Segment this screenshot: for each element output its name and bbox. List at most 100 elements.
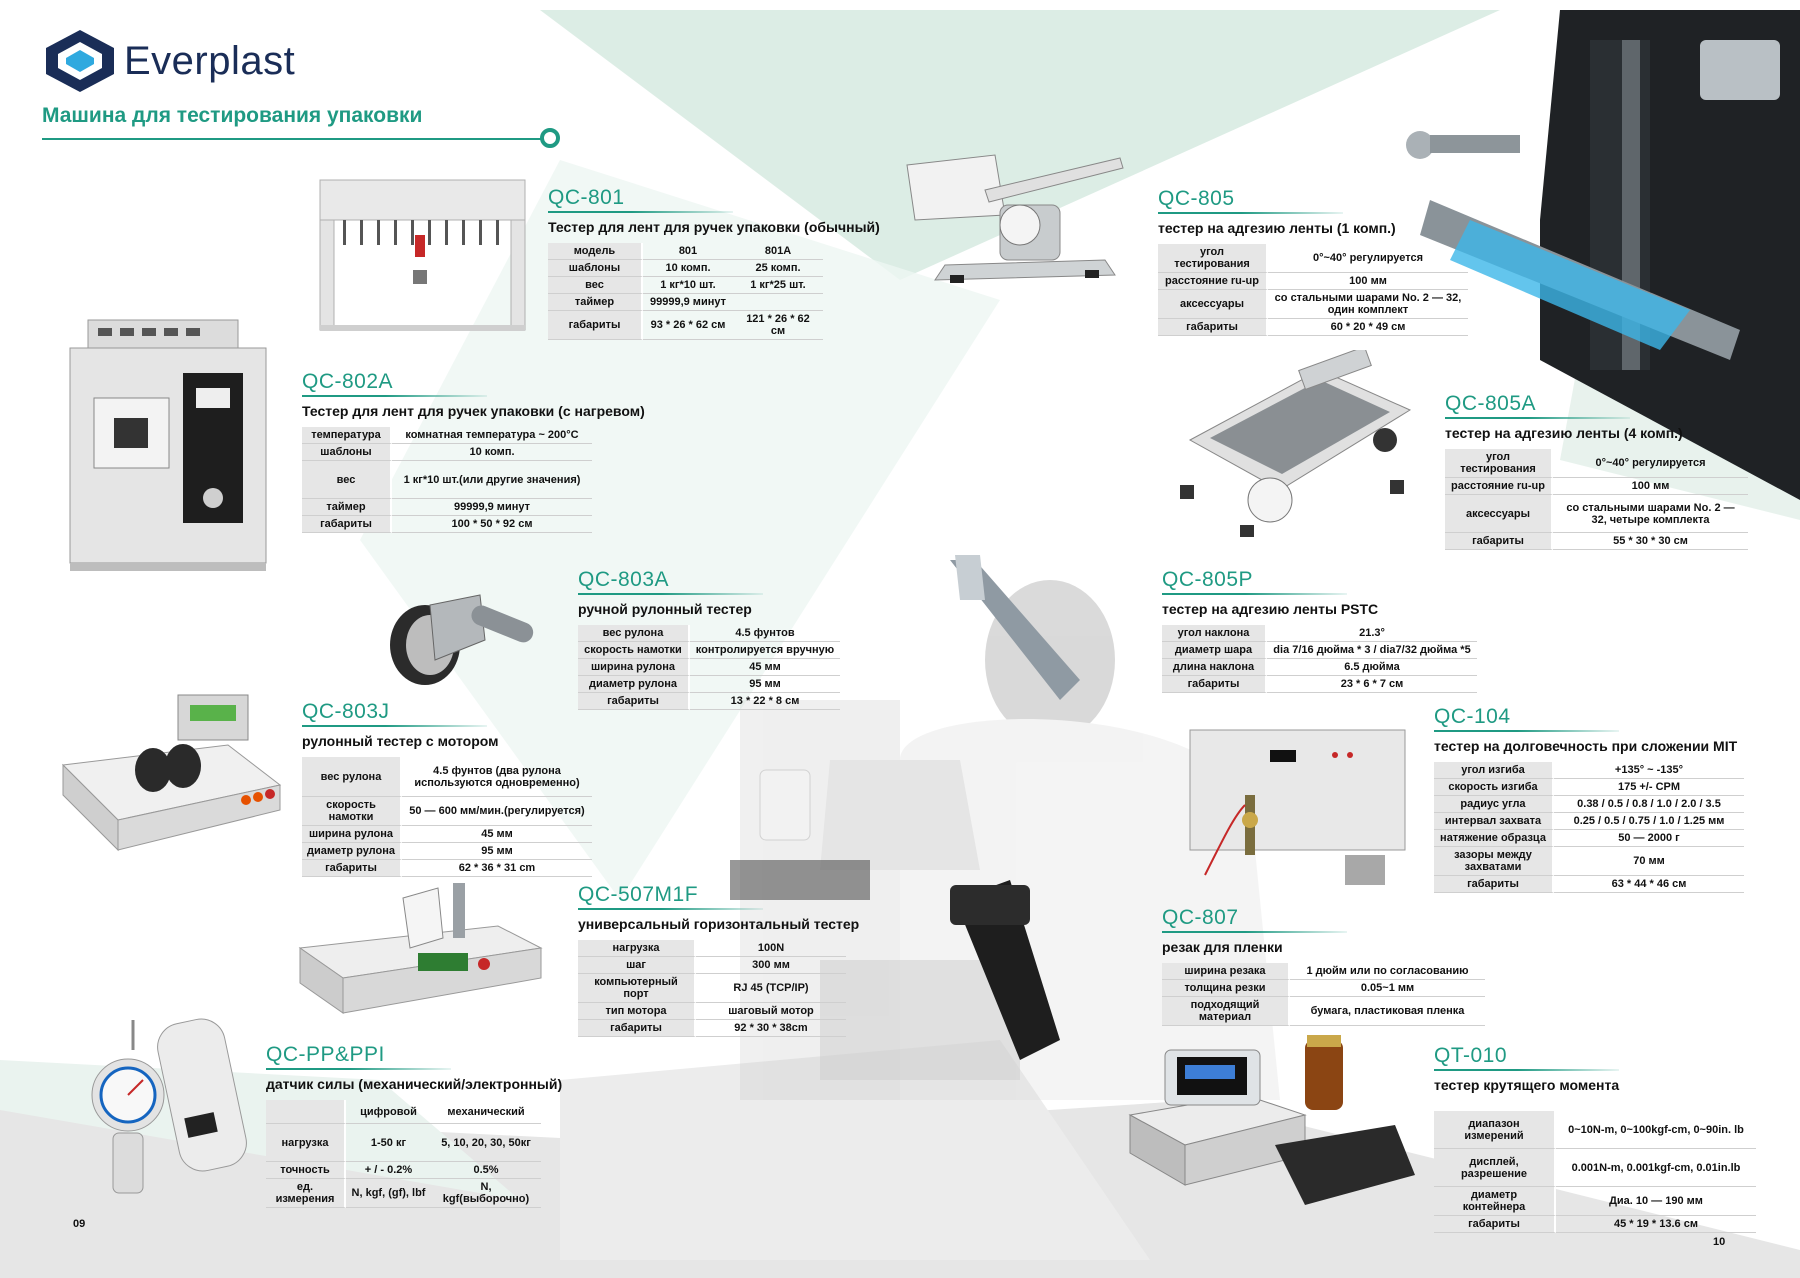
qc803j-photo xyxy=(61,694,282,852)
product-code-rule xyxy=(1434,730,1619,732)
qc507-photo xyxy=(298,883,543,1014)
spec-label: расстояние ru-up xyxy=(1445,478,1553,495)
product-qc803j: QC-803J рулонный тестер с мотором вес ру… xyxy=(302,700,592,877)
spec-label: дисплей, разрешение xyxy=(1434,1149,1556,1187)
spec-value: 0.38 / 0.5 / 0.8 / 1.0 / 2.0 / 3.5 xyxy=(1554,796,1744,813)
spec-label: вес рулона xyxy=(302,757,402,797)
product-qc803a: QC-803A ручной рулонный тестер вес рулон… xyxy=(578,568,840,710)
spec-label: аксессуары xyxy=(1445,495,1553,533)
spec-value: контролируется вручную xyxy=(690,642,840,659)
product-code-rule xyxy=(578,593,763,595)
spec-header-cell: механический xyxy=(431,1100,541,1124)
product-code-rule xyxy=(1434,1069,1619,1071)
product-qc104: QC-104 тестер на долговечность при сложе… xyxy=(1434,705,1744,893)
title-underline-dot xyxy=(540,128,560,148)
spec-header-cell xyxy=(266,1100,346,1124)
spec-value: 93 * 26 * 62 см xyxy=(643,311,733,340)
product-code-rule xyxy=(266,1068,451,1070)
spec-label: таймер xyxy=(302,499,392,516)
spec-value: 1-50 кг xyxy=(346,1124,431,1162)
spec-value: 45 мм xyxy=(402,826,592,843)
qc805a-photo xyxy=(1180,350,1412,537)
spec-value: 100N xyxy=(696,940,846,957)
spec-label: интервал захвата xyxy=(1434,813,1554,830)
spec-label: шаг xyxy=(578,957,696,974)
product-code: QC-104 xyxy=(1434,705,1511,728)
spec-value: 13 * 22 * 8 см xyxy=(690,693,840,710)
spec-value: 23 * 6 * 7 см xyxy=(1267,676,1477,693)
spec-label: натяжение образца xyxy=(1434,830,1554,847)
spec-label: угол наклона xyxy=(1162,625,1267,642)
spec-value: бумага, пластиковая пленка xyxy=(1290,997,1485,1026)
spec-row: точность+ / - 0.2%0.5% xyxy=(266,1162,541,1179)
spec-label: скорость намотки xyxy=(302,797,402,826)
spec-value: 99999,9 минут xyxy=(643,294,733,311)
spec-label: габариты xyxy=(1434,876,1554,893)
spec-label: вес рулона xyxy=(578,625,690,642)
spec-value: 95 мм xyxy=(690,676,840,693)
spec-label: ширина рулона xyxy=(578,659,690,676)
product-qc801: QC-801 Тестер для лент для ручек упаковк… xyxy=(548,186,880,340)
spec-label: габариты xyxy=(1158,319,1268,336)
spec-label: ед. измерения xyxy=(266,1179,346,1208)
product-title: Тестер для лент для ручек упаковки (с на… xyxy=(302,403,645,419)
spec-table: угол изгиба+135° ~ -135° скорость изгиба… xyxy=(1434,762,1744,893)
qcpp-photo xyxy=(91,1018,247,1194)
title-underline xyxy=(42,138,542,140)
brand-name: Everplast xyxy=(124,38,296,83)
spec-label: габариты xyxy=(302,860,402,877)
product-code: QC-PP&PPI xyxy=(266,1043,385,1066)
spec-label: диаметр контейнера xyxy=(1434,1187,1556,1216)
spec-value: +135° ~ -135° xyxy=(1554,762,1744,779)
spec-value: 50 — 2000 г xyxy=(1554,830,1744,847)
product-title: рулонный тестер с мотором xyxy=(302,733,499,749)
spec-label: нагрузка xyxy=(266,1124,346,1162)
qc802a-photo xyxy=(69,319,267,571)
spec-value: 99999,9 минут xyxy=(392,499,592,516)
spec-label: ширина резака xyxy=(1162,963,1290,980)
product-code-rule xyxy=(548,211,733,213)
spec-label: габариты xyxy=(548,311,643,340)
spec-label: скорость изгиба xyxy=(1434,779,1554,796)
spec-label: расстояние ru-up xyxy=(1158,273,1268,290)
product-code: QC-802A xyxy=(302,370,394,393)
spec-label: радиус угла xyxy=(1434,796,1554,813)
spec-value: со стальными шарами No. 2 — 32, четыре к… xyxy=(1553,495,1748,533)
spec-label: толщина резки xyxy=(1162,980,1290,997)
spec-value: 10 комп. xyxy=(643,260,733,277)
qt010-photo xyxy=(1128,1035,1415,1205)
brand-logo: Everplast xyxy=(42,28,295,94)
spec-label: габариты xyxy=(578,693,690,710)
spec-value: шаговый мотор xyxy=(696,1003,846,1020)
qc803a-photo xyxy=(390,594,534,685)
product-title: тестер на адгезию ленты PSTC xyxy=(1162,601,1379,617)
product-code-rule xyxy=(1445,417,1630,419)
spec-label: диаметр рулона xyxy=(302,843,402,860)
product-code: QC-801 xyxy=(548,186,625,209)
spec-value: 0°~40° регулируется xyxy=(1553,449,1748,478)
